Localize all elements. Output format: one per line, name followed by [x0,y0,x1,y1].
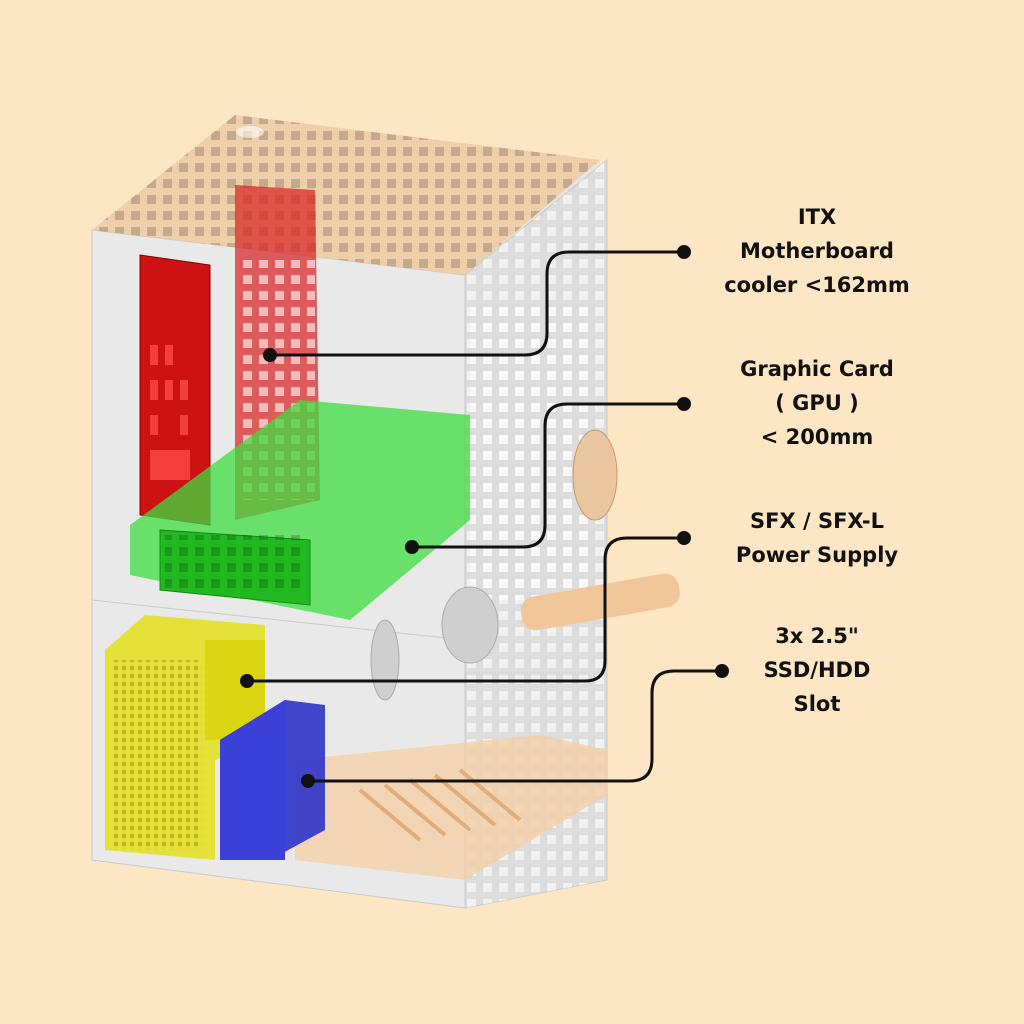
leader-dots [240,245,729,788]
label-line: Power Supply [735,543,899,567]
label-ssd-slot: 3x 2.5" SSD/HDD Slot [697,619,937,721]
leader-lines [247,250,722,783]
leader-ssd [308,669,722,783]
leader-itx [270,250,684,357]
label-itx-motherboard: ITX Motherboard cooler <162mm [697,200,937,302]
label-line: < 200mm [760,425,874,449]
top-lid [92,115,600,275]
label-line: Graphic Card [740,357,894,381]
label-line: SFX / SFX-L [750,509,884,533]
ssd-bracket [220,700,325,860]
label-line: Motherboard [740,239,894,263]
leader-gpu [412,402,684,549]
bottom-tray [295,735,607,880]
label-graphics-card: Graphic Card ( GPU ) < 200mm [697,352,937,454]
graphics-card [130,400,470,620]
label-line: ITX [797,205,837,229]
label-line: SSD/HDD [763,658,871,682]
label-line: ( GPU ) [775,391,859,415]
label-line: cooler <162mm [724,273,910,297]
leader-psu [247,536,684,683]
label-power-supply: SFX / SFX-L Power Supply [697,504,937,572]
power-supply [105,615,265,860]
label-line: Slot [793,692,841,716]
label-line: 3x 2.5" [775,624,859,648]
